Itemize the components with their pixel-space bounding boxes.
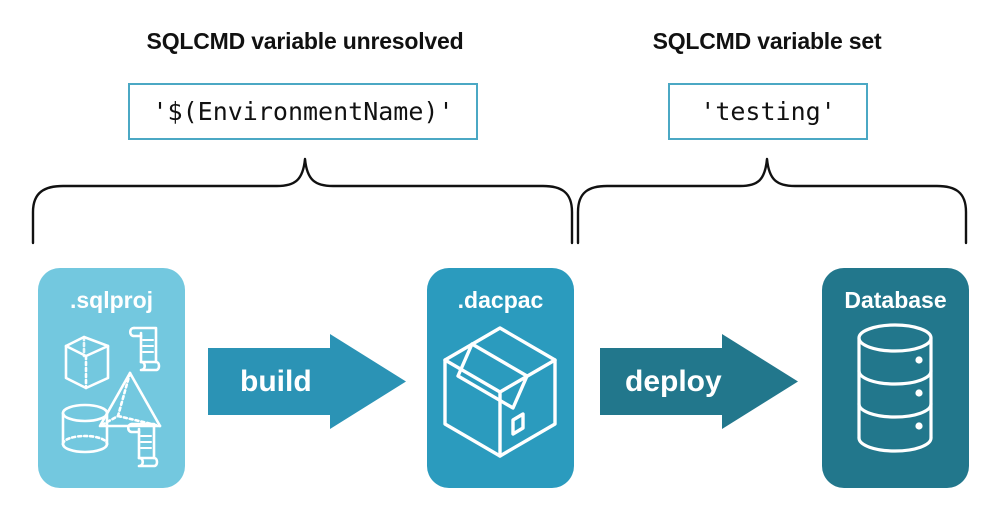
brace-left: [31, 157, 574, 245]
stage-database: Database: [822, 268, 969, 488]
package-box-icon: [443, 326, 557, 458]
brace-right: [576, 157, 968, 245]
arrow-build-shape: [208, 334, 406, 429]
pyramid-shape: [98, 371, 162, 428]
arrow-deploy: deploy: [600, 334, 798, 434]
sqlcmd-variable-unresolved-value: '$(EnvironmentName)': [152, 97, 454, 126]
script-scroll-icon-bottom: [126, 422, 159, 468]
stage-database-label: Database: [844, 287, 947, 313]
stage-dacpac: .dacpac: [427, 268, 574, 488]
stage-sqlproj: .sqlproj: [38, 268, 185, 488]
database-cylinder-icon: [857, 323, 933, 453]
arrow-build-label: build: [240, 365, 312, 398]
database-status-dots: [915, 356, 923, 430]
arrow-deploy-label: deploy: [625, 365, 722, 398]
phase-heading-set: SQLCMD variable set: [652, 28, 882, 54]
cylinder-shape: [61, 403, 109, 454]
sqlcmd-variable-unresolved-box: '$(EnvironmentName)': [128, 83, 478, 140]
sqlcmd-variable-set-value: 'testing': [700, 97, 836, 126]
cube-shape: [64, 335, 110, 390]
sql-project-objects-icon: [61, 326, 162, 468]
script-scroll-icon-top: [128, 326, 161, 372]
stage-sqlproj-label: .sqlproj: [69, 287, 154, 313]
arrow-build: build: [208, 334, 406, 434]
arrow-deploy-shape: [600, 334, 798, 429]
stage-dacpac-label: .dacpac: [457, 287, 544, 313]
sqlcmd-variable-set-box: 'testing': [668, 83, 868, 140]
phase-heading-unresolved: SQLCMD variable unresolved: [146, 28, 464, 54]
